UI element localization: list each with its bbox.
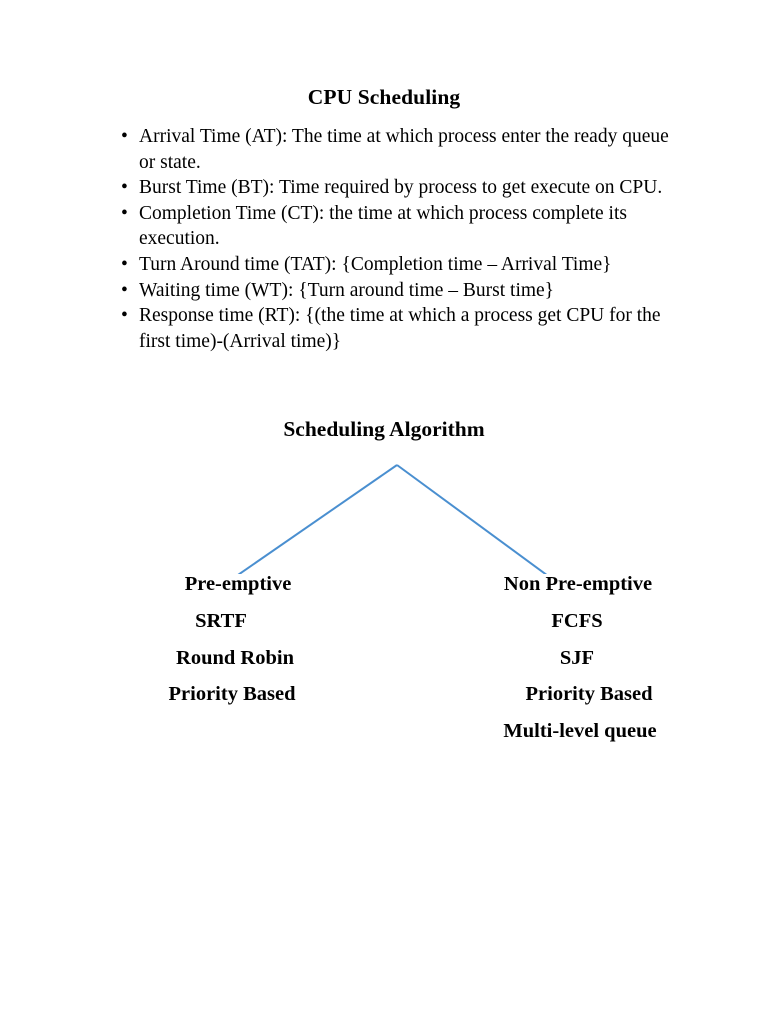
arrow-right: [396, 464, 548, 574]
branch-heading-non-preemptive: Non Pre-emptive: [503, 573, 653, 595]
list-item: • Burst Time (BT): Time required by proc…: [120, 175, 680, 201]
bullet-icon: •: [121, 305, 128, 327]
branch-item-priority-based: Priority Based: [525, 683, 653, 706]
list-item: • Waiting time (WT): {Turn around time –…: [120, 278, 680, 304]
branch-item-sjf: SJF: [559, 646, 595, 669]
branch-item-srtf: SRTF: [195, 609, 247, 632]
bullet-icon: •: [121, 177, 128, 199]
diagram-title: Scheduling Algorithm: [283, 417, 485, 441]
page-title: CPU Scheduling: [307, 85, 461, 109]
bullet-icon: •: [121, 202, 128, 224]
scheduling-algorithm-diagram: Scheduling Algorithm Pre-emptive SRTF Ro…: [0, 417, 768, 778]
branch-item-round-robin: Round Robin: [176, 646, 294, 669]
branch-item-priority-based: Priority Based: [168, 683, 296, 706]
definitions-list: • Arrival Time (AT): The time at which p…: [120, 124, 680, 354]
list-item-text: Turn Around time (TAT): {Completion time…: [139, 253, 612, 275]
list-item: • Turn Around time (TAT): {Completion ti…: [120, 252, 680, 278]
list-item-text: Arrival Time (AT): The time at which pro…: [139, 126, 669, 173]
branch-item-fcfs: FCFS: [551, 609, 603, 632]
bullet-icon: •: [121, 279, 128, 301]
branch-preemptive: Pre-emptive SRTF Round Robin Priority Ba…: [124, 566, 346, 713]
list-item: • Arrival Time (AT): The time at which p…: [120, 124, 680, 175]
branch-non-preemptive: Non Pre-emptive FCFS SJF Priority Based …: [466, 566, 688, 750]
branch-connector-arrows: [237, 464, 548, 574]
list-item-text: Burst Time (BT): Time required by proces…: [139, 177, 663, 199]
branch-item-multi-level-queue: Multi-level queue: [503, 720, 657, 743]
list-item: • Completion Time (CT): the time at whic…: [120, 201, 680, 252]
arrow-left: [237, 464, 398, 574]
bullet-icon: •: [121, 126, 128, 147]
list-item: • Response time (RT): {(the time at whic…: [120, 303, 680, 354]
bullet-icon: •: [121, 253, 128, 275]
list-item-text: Response time (RT): {(the time at which …: [139, 305, 661, 352]
branch-heading-preemptive: Pre-emptive: [184, 573, 292, 595]
list-item-text: Completion Time (CT): the time at which …: [139, 202, 627, 250]
list-item-text: Waiting time (WT): {Turn around time – B…: [139, 279, 555, 301]
